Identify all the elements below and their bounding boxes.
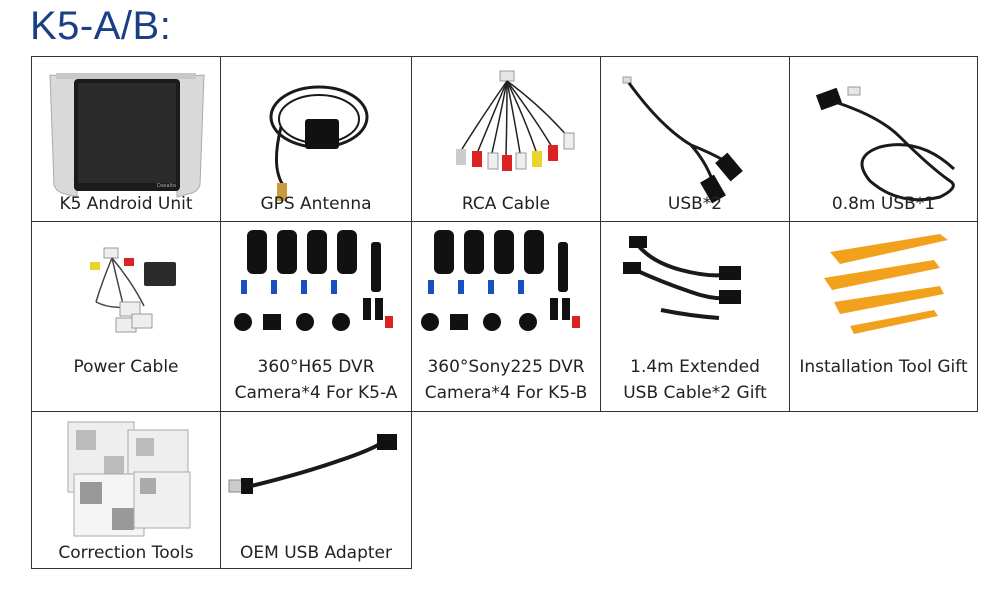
- item-cell-rca: RCA Cable: [411, 56, 601, 222]
- item-label-line2: Camera*4 For K5-B: [424, 383, 588, 403]
- calibration-mat-icon: [32, 412, 220, 568]
- item-cell-usb: USB*2: [600, 56, 790, 222]
- item-cell-usb-ext: 1.4m Extended USB Cable*2 Gift: [600, 221, 790, 412]
- item-label-line2: Camera*4 For K5-A: [234, 383, 398, 403]
- item-label-line2: USB Cable*2 Gift: [623, 383, 767, 403]
- gps-antenna-icon: [221, 57, 411, 221]
- item-label-line1: 360°H65 DVR: [257, 357, 375, 377]
- item-label: USB*2: [667, 194, 723, 214]
- item-label: 0.8m USB*1: [831, 194, 936, 214]
- usb-cable-icon: [601, 57, 789, 221]
- power-harness-icon: [32, 222, 220, 411]
- item-label: Correction Tools: [58, 543, 194, 563]
- item-label: Power Cable: [73, 357, 179, 377]
- svg-text:Dasaita: Dasaita: [157, 183, 176, 189]
- head-unit-icon: Dasaita: [32, 57, 220, 221]
- usb-extension-icon: [601, 222, 789, 411]
- item-cell-cam-a: 360°H65 DVR Camera*4 For K5-A: [220, 221, 412, 412]
- item-label: GPS Antenna: [260, 194, 372, 214]
- page-title: K5-A/B:: [30, 4, 172, 48]
- camera-set-icon: [221, 222, 411, 411]
- item-label: K5 Android Unit: [59, 194, 193, 214]
- camera-set-icon: [412, 222, 600, 411]
- item-label: OEM USB Adapter: [240, 543, 392, 563]
- usb-cable-icon: [790, 57, 977, 221]
- item-label: Installation Tool Gift: [799, 357, 968, 377]
- item-cell-oem-usb: OEM USB Adapter: [220, 411, 412, 569]
- pry-tool-icon: [790, 222, 977, 411]
- item-cell-tools: Installation Tool Gift: [789, 221, 978, 412]
- item-label: RCA Cable: [461, 194, 551, 214]
- rca-cable-icon: [412, 57, 600, 221]
- item-cell-gps: GPS Antenna: [220, 56, 412, 222]
- item-cell-cam-b: 360°Sony225 DVR Camera*4 For K5-B: [411, 221, 601, 412]
- item-label-line1: 1.4m Extended: [630, 357, 760, 377]
- usb-adapter-icon: [221, 412, 411, 568]
- item-cell-usb08: 0.8m USB*1: [789, 56, 978, 222]
- item-cell-correction: Correction Tools: [31, 411, 221, 569]
- item-cell-head-unit: Dasaita K5 Android Unit: [31, 56, 221, 222]
- item-cell-power: Power Cable: [31, 221, 221, 412]
- item-label-line1: 360°Sony225 DVR: [427, 357, 585, 377]
